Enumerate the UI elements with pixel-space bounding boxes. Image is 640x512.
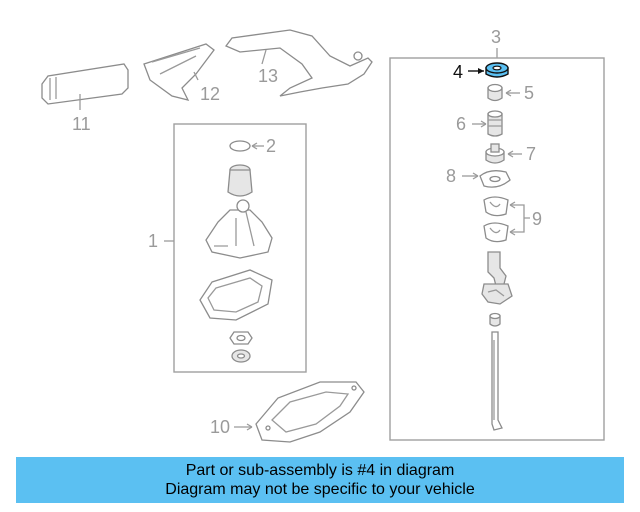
nut-and-washer xyxy=(229,331,253,363)
part-5-bushing xyxy=(487,83,520,102)
callout-10: 10 xyxy=(210,417,230,437)
callout-7: 7 xyxy=(526,144,536,164)
callout-8: 8 xyxy=(446,166,456,186)
part-6-spring xyxy=(472,110,503,137)
shift-knob xyxy=(227,164,253,197)
callout-6: 6 xyxy=(456,114,466,134)
banner-line-1: Part or sub-assembly is #4 in diagram xyxy=(185,462,455,479)
part-1-assembly-box xyxy=(173,123,307,373)
part-4-bushing-highlighted xyxy=(468,62,509,78)
part-7-seat xyxy=(485,143,522,164)
callout-12: 12 xyxy=(200,84,220,104)
banner-line-2: Diagram may not be specific to your vehi… xyxy=(165,481,475,498)
part-12-boot xyxy=(143,43,215,101)
part-3-assembly-box xyxy=(389,57,605,441)
shift-boot xyxy=(205,199,273,259)
part-11-handle-grip xyxy=(41,63,129,110)
shift-rod xyxy=(481,251,513,431)
part-9-bushings xyxy=(483,196,530,243)
part-10-gasket-plate xyxy=(234,381,365,443)
callout-13: 13 xyxy=(258,66,278,86)
callout-5: 5 xyxy=(524,83,534,103)
part-13-parking-lever xyxy=(224,29,373,97)
callout-1: 1 xyxy=(148,231,158,251)
callout-11: 11 xyxy=(72,114,91,134)
callout-3: 3 xyxy=(491,27,501,47)
callout-4: 4 xyxy=(453,62,463,82)
callout-9: 9 xyxy=(532,209,542,229)
callout-2: 2 xyxy=(266,136,276,156)
boot-plate xyxy=(199,269,273,321)
part-2-ring xyxy=(229,140,264,152)
part-8-clip xyxy=(462,170,511,188)
info-banner: Part or sub-assembly is #4 in diagram Di… xyxy=(16,457,624,503)
